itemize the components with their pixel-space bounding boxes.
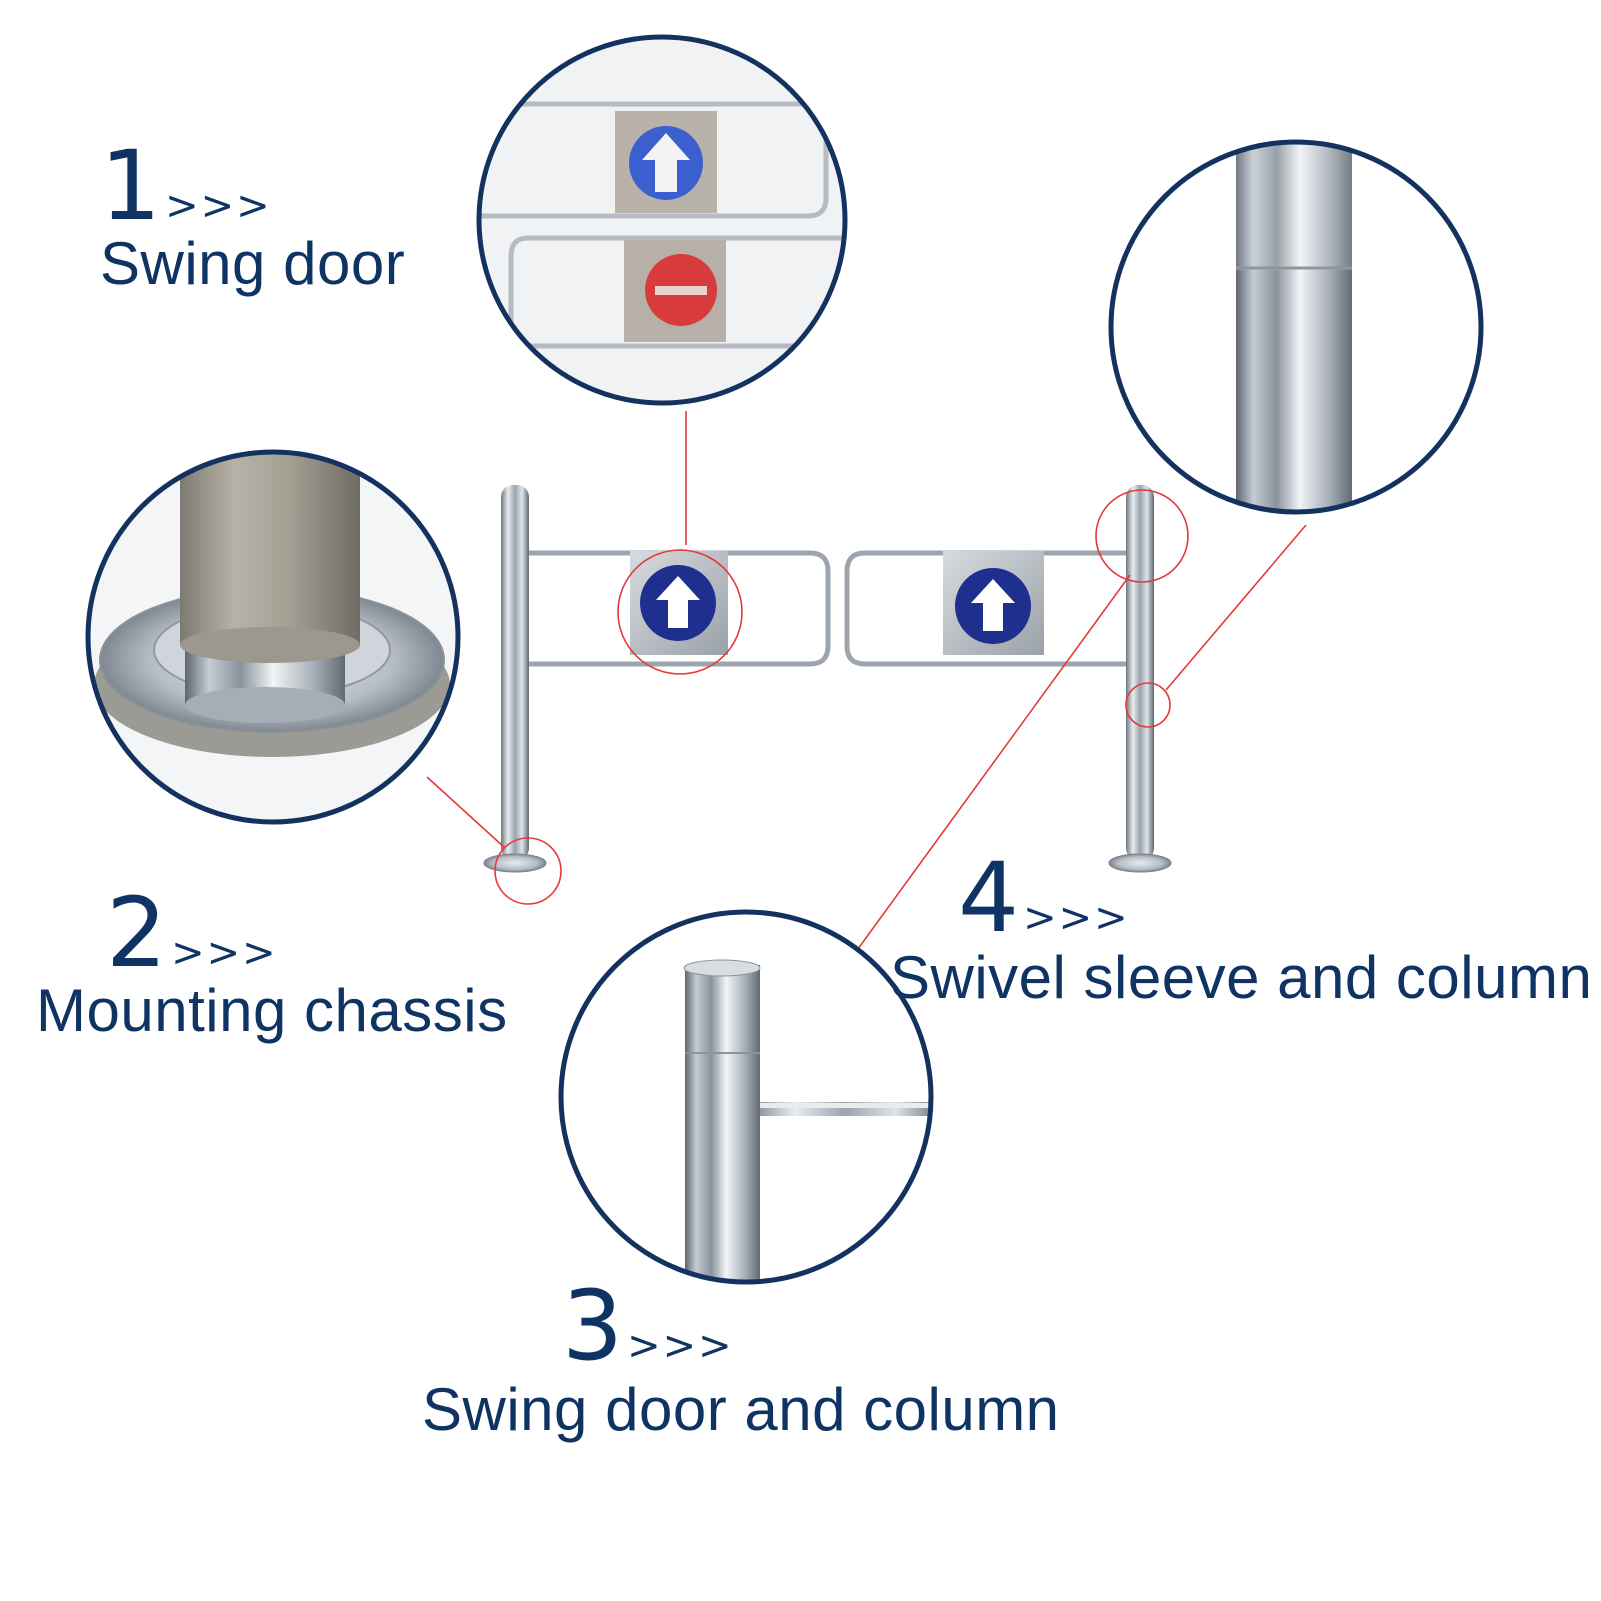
label-swing-door-and-column: 3 >>> Swing door and column bbox=[422, 1270, 1060, 1440]
label-title: Mounting chassis bbox=[36, 977, 508, 1044]
label-arrows: >>> bbox=[171, 930, 278, 976]
zoom-circle-chassis bbox=[85, 449, 461, 825]
label-number: 2 bbox=[106, 877, 167, 989]
zoom-circle-swing-door bbox=[476, 34, 848, 406]
label-number: 4 bbox=[958, 842, 1019, 954]
main-turnstile bbox=[483, 485, 1172, 873]
callouts bbox=[426, 411, 1307, 954]
callout-ring-sign bbox=[617, 549, 743, 675]
label-arrows: >>> bbox=[627, 1323, 734, 1369]
label-title: Swing door and column bbox=[422, 1376, 1060, 1443]
right-post bbox=[1126, 485, 1154, 860]
label-title: Swing door bbox=[100, 230, 406, 297]
label-number: 3 bbox=[562, 1270, 623, 1382]
right-post-base bbox=[1108, 853, 1172, 873]
up-arrow-icon bbox=[656, 576, 700, 628]
up-arrow-icon bbox=[971, 579, 1015, 631]
callout-ring-sleeve bbox=[1125, 682, 1171, 728]
callout-ring-top bbox=[1095, 489, 1189, 583]
left-post-base bbox=[483, 853, 547, 873]
right-gate bbox=[844, 550, 1126, 667]
up-arrow-icon bbox=[642, 133, 690, 192]
label-swing-door: 1 >>> Swing door bbox=[100, 138, 405, 294]
label-arrows: >>> bbox=[1023, 895, 1130, 941]
zoom-circle-door-column bbox=[558, 909, 934, 1285]
left-sign bbox=[630, 551, 728, 655]
no-entry-icon bbox=[655, 286, 707, 295]
left-gate bbox=[529, 550, 831, 667]
label-swivel-sleeve-and-column: 4 >>> Swivel sleeve and column bbox=[890, 842, 1592, 1008]
right-sign bbox=[943, 551, 1044, 655]
label-number: 1 bbox=[100, 130, 161, 242]
label-mounting-chassis: 2 >>> Mounting chassis bbox=[36, 877, 508, 1041]
callout-ring-base bbox=[494, 837, 562, 905]
label-arrows: >>> bbox=[165, 183, 272, 229]
zoom-circle-sleeve-column bbox=[1108, 139, 1484, 515]
label-title: Swivel sleeve and column bbox=[890, 944, 1593, 1011]
left-post bbox=[501, 485, 529, 860]
